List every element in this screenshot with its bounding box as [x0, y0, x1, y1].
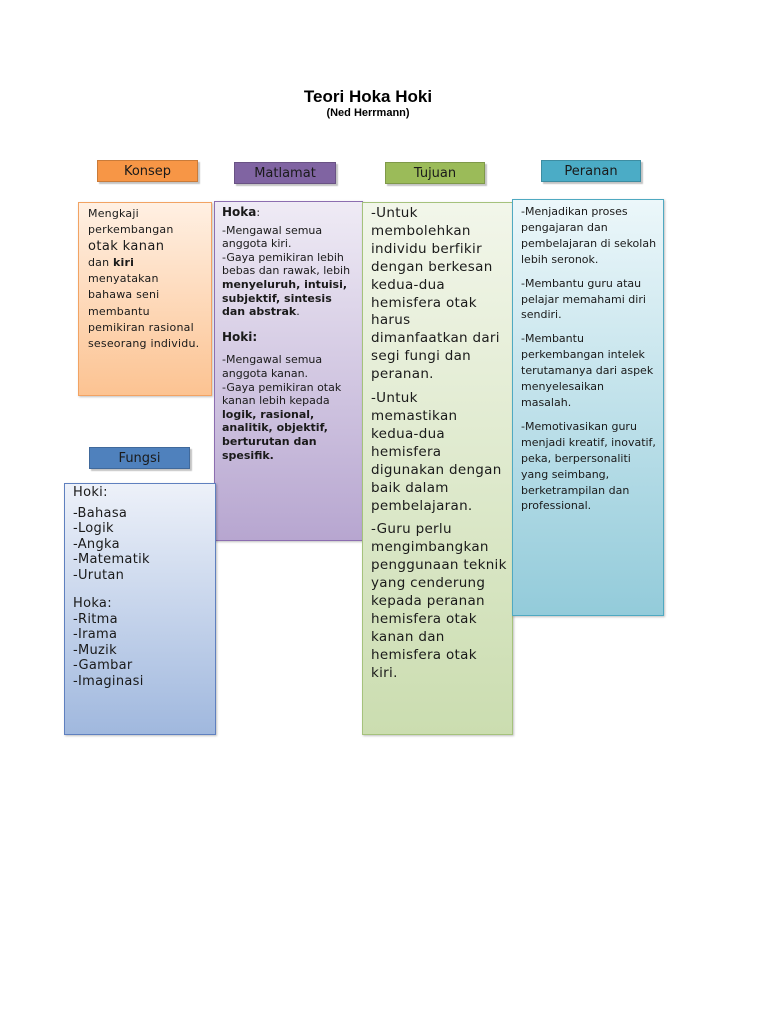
tujuan-paragraph-2: -Untuk memastikan kedua-dua hemisfera di…	[371, 390, 502, 514]
konsep-emphasis-kiri: kiri	[113, 255, 135, 269]
matlamat-hoki-line-1: -Mengawal semua anggota kanan.	[222, 353, 323, 380]
fungsi-hoki-heading: Hoki:	[73, 485, 108, 500]
peranan-box: -Menjadikan proses pengajaran dan pembel…	[512, 199, 664, 616]
label-peranan: Peranan	[541, 160, 641, 182]
matlamat-hoki-heading: Hoki:	[222, 329, 258, 344]
fungsi-hoka-item: -Muzik	[73, 642, 117, 658]
fungsi-hoka-item: -Irama	[73, 627, 118, 642]
fungsi-hoki-item: -Matematik	[73, 552, 150, 567]
fungsi-box: Hoki: -Bahasa -Logik -Angka -Matematik -…	[64, 483, 216, 735]
peranan-paragraph-3: -Membantu perkembangan intelek terutaman…	[521, 332, 654, 409]
label-tujuan: Tujuan	[385, 162, 485, 184]
fungsi-hoka-item: -Gambar	[73, 658, 133, 673]
label-konsep: Konsep	[97, 160, 198, 182]
peranan-paragraph-2: -Membantu guru atau pelajar memahami dir…	[521, 276, 646, 322]
fungsi-hoki-item: -Bahasa	[73, 505, 128, 521]
fungsi-hoka-heading: Hoka:	[73, 596, 112, 611]
konsep-text-1: Mengkaji perkembangan	[88, 207, 174, 237]
peranan-paragraph-1: -Menjadikan proses pengajaran dan pembel…	[521, 205, 657, 266]
label-matlamat: Matlamat	[234, 162, 336, 184]
tujuan-paragraph-1: -Untuk membolehkan individu berfikir den…	[371, 205, 500, 383]
fungsi-hoka-item: -Ritma	[73, 611, 118, 627]
matlamat-hoki-line-2-bold: logik, rasional, analitik, objektif, ber…	[222, 407, 328, 462]
konsep-box: Mengkaji perkembangan otak kanan dan kir…	[78, 202, 212, 396]
fungsi-hoki-item: -Angka	[73, 536, 120, 552]
matlamat-box: Hoka: -Mengawal semua anggota kiri. -Gay…	[214, 201, 363, 541]
matlamat-hoka-colon: :	[256, 206, 261, 219]
matlamat-hoki-line-2: -Gaya pemikiran otak kanan lebih kepada	[222, 380, 342, 408]
label-fungsi: Fungsi	[89, 447, 190, 469]
konsep-emphasis-otak-kanan: otak kanan	[88, 238, 165, 254]
diagram-title: Teori Hoka Hoki	[303, 87, 433, 106]
diagram-subtitle: (Ned Herrmann)	[326, 107, 410, 119]
matlamat-hoka-line-2: -Gaya pemikiran lebih bebas dan rawak, l…	[222, 250, 351, 278]
konsep-text-dan: dan	[88, 255, 110, 269]
peranan-paragraph-4: -Memotivasikan guru menjadi kreatif, ino…	[521, 419, 656, 513]
matlamat-hoka-line-2-bold: menyeluruh, intuisi, subjektif, sintesis…	[222, 277, 348, 319]
konsep-text-rest: menyatakan bahawa seni membantu pemikira…	[88, 272, 200, 351]
tujuan-paragraph-3: -Guru perlu mengimbangkan penggunaan tek…	[371, 521, 507, 681]
fungsi-hoka-item: -Imaginasi	[73, 673, 144, 689]
fungsi-hoki-item: -Urutan	[73, 567, 125, 583]
matlamat-hoka-line-2-end: .	[296, 305, 300, 319]
tujuan-box: -Untuk membolehkan individu berfikir den…	[362, 202, 513, 735]
matlamat-hoka-heading: Hoka	[222, 205, 257, 219]
fungsi-hoki-item: -Logik	[73, 521, 114, 536]
matlamat-hoka-line-1: -Mengawal semua anggota kiri.	[222, 223, 323, 251]
